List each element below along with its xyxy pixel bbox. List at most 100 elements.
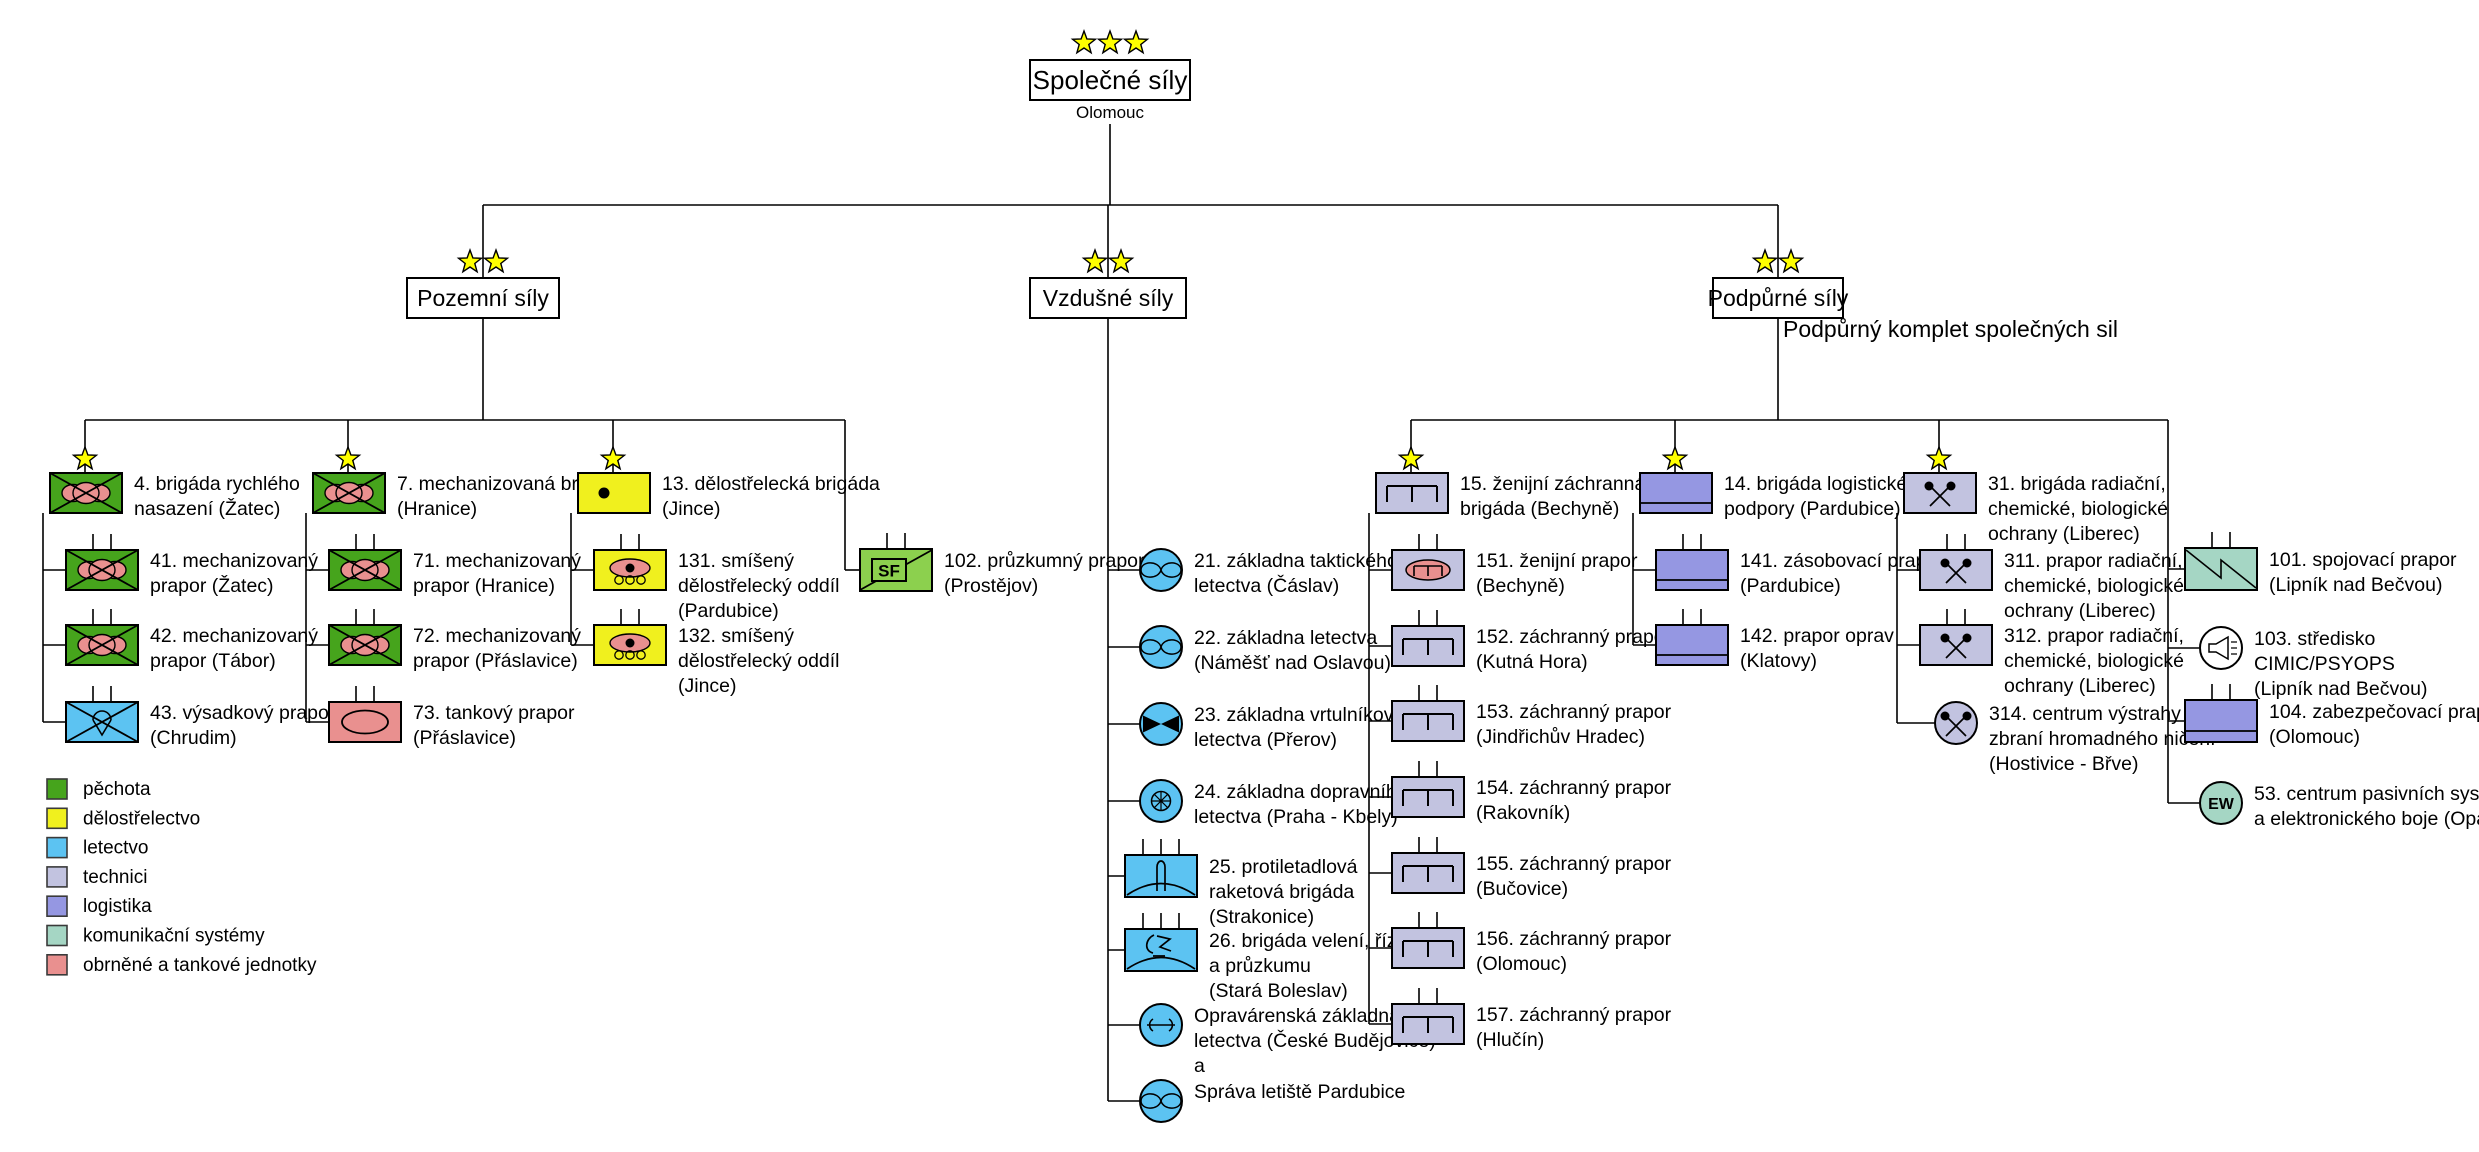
air-defense-arc-icon	[1126, 956, 1196, 970]
sound-lines-icon	[2231, 641, 2237, 655]
rank-star-icon	[456, 247, 484, 274]
unit-label: (Lipník nad Bečvou)	[2269, 574, 2442, 596]
unit-label: (Pardubice)	[678, 600, 779, 622]
unit-label: 23. základna vrtulníkového	[1194, 704, 1426, 726]
unit-label: CIMIC/PSYOPS	[2254, 653, 2395, 675]
legend-swatch	[46, 807, 68, 830]
rank-star-icon	[1070, 28, 1098, 55]
engineer-icon	[1402, 713, 1454, 730]
unit-label: 14. brigáda logistické	[1724, 473, 1907, 495]
unit-label: (Hlučín)	[1476, 1029, 1544, 1051]
unit-312-prapor-radiacni-chemicke-biologicke-ochrany: 312. prapor radiační,chemické, biologick…	[1919, 609, 2184, 697]
maintenance-icon	[1147, 1018, 1175, 1032]
unit-151-zenijni-prapor: 151. ženijní prapor(Bechyně)	[1391, 534, 1638, 597]
rotary-wing-icon	[1143, 715, 1161, 733]
unit-label: chemické, biologické	[2004, 650, 2184, 672]
unit-43-vysadkovy-prapor: 43. výsadkový prapor(Chrudim)	[65, 686, 336, 749]
unit-label: (Olomouc)	[1476, 953, 1567, 975]
unit-label: 156. záchranný prapor	[1476, 928, 1672, 950]
legend-swatch	[46, 836, 68, 859]
unit-label: (Pardubice)	[1740, 575, 1841, 597]
unit-label: a elektronického boje (Opava)	[2254, 808, 2479, 830]
unit-label: (Hranice)	[397, 498, 477, 520]
legend-label: dělostřelectvo	[83, 808, 200, 829]
unit-label: 41. mechanizovaný	[150, 550, 318, 572]
legend-item-logistics: logistika	[46, 895, 152, 917]
wheel-dot-icon	[625, 650, 635, 660]
rank-star-icon	[1081, 247, 1109, 274]
wheel-dot-icon	[614, 575, 624, 585]
infantry-cross-icon	[65, 624, 139, 666]
rank-star-icon	[1751, 247, 1779, 274]
unit-label: ochrany (Liberec)	[2004, 600, 2156, 622]
artillery-dot-icon	[625, 563, 635, 573]
legend-item-air: letectvo	[46, 836, 148, 859]
unit-label: raketová brigáda	[1209, 881, 1354, 903]
unit-frame	[1639, 472, 1713, 514]
engineer-icon	[1402, 940, 1454, 957]
fixed-wing-icon	[1140, 1093, 1182, 1109]
unit-71-mechanizovany-prapor: 71. mechanizovaný prapor (Hranice)	[328, 534, 581, 597]
root-title: Společné síly	[1033, 65, 1188, 95]
unit-22-zakladna-letectva: 22. základna letectva(Náměšť nad Oslavou…	[1139, 625, 1391, 674]
wheel-dot-icon	[636, 650, 646, 660]
unit-label: (Přáslavice)	[413, 727, 516, 749]
unit-label: 53. centrum pasivních systémů	[2254, 783, 2479, 805]
unit-label: a	[1194, 1055, 1205, 1077]
node-vzdusne-sily: Vzdušné síly	[1029, 205, 1187, 319]
legend-swatch	[46, 866, 68, 888]
unit-154-zachranny-prapor: 154. záchranný prapor(Rakovník)	[1391, 761, 1672, 824]
unit-label: 101. spojovací prapor	[2269, 549, 2457, 571]
legend-item-communications: komunikační systémy	[46, 924, 265, 947]
ew-text: EW	[2208, 796, 2235, 813]
rank-star-icon	[599, 444, 627, 471]
unit-label: 152. záchranný prapor	[1476, 626, 1672, 648]
legend-swatch	[46, 924, 68, 947]
infantry-cross-icon	[312, 472, 386, 514]
engineer-icon	[1402, 1016, 1454, 1033]
unit-label: prapor (Tábor)	[150, 650, 276, 672]
unit-label: (Chrudim)	[150, 727, 237, 749]
unit-frame	[1903, 472, 1977, 514]
unit-label: 103. středisko	[2254, 628, 2376, 650]
unit-label: dělostřelecký oddíl	[678, 575, 840, 597]
unit-label: (Lipník nad Bečvou)	[2254, 678, 2427, 700]
unit-label: 71. mechanizovaný	[413, 550, 581, 572]
unit-label: Správa letiště Pardubice	[1194, 1081, 1405, 1103]
unit-152-zachranny-prapor: 152. záchranný prapor (Kutná Hora)	[1391, 610, 1672, 673]
legend-label: letectvo	[83, 838, 148, 859]
unit-label: (Kutná Hora)	[1476, 651, 1588, 673]
unit-label: (Jince)	[662, 498, 721, 520]
unit-label: (Jince)	[678, 675, 737, 697]
rank-star-icon	[1777, 247, 1805, 274]
rank-star-icon	[1096, 28, 1124, 55]
unit-73-tankovy-prapor: 73. tankový prapor(Přáslavice)	[328, 686, 575, 749]
unit-label: (Strakonice)	[1209, 906, 1314, 928]
unit-frame	[2199, 781, 2243, 825]
unit-label: (Bechyně)	[1476, 575, 1565, 597]
unit-31-brigada-radiacni-chemicke-biologicke-ochrany: 31. brigáda radiační,chemické, biologick…	[1903, 472, 2168, 545]
unit-label: (Rakovník)	[1476, 802, 1570, 824]
wheel-dot-icon	[614, 650, 624, 660]
nbc-cross-icon	[1942, 559, 1970, 584]
unit-label: prapor (Hranice)	[413, 575, 555, 597]
unit-frame	[2199, 626, 2243, 670]
rank-star-icon	[1661, 444, 1689, 471]
unit-frame	[577, 472, 651, 514]
wheel-spokes-icon	[1151, 791, 1171, 811]
legend-label: obrněné a tankové jednotky	[83, 955, 317, 976]
branch-box	[406, 277, 560, 319]
unit-156-zachranny-prapor: 156. záchranný prapor (Olomouc)	[1391, 912, 1672, 975]
unit-label: (Náměšť nad Oslavou)	[1194, 652, 1391, 674]
unit-label: nasazení (Žatec)	[134, 497, 280, 520]
infantry-cross-icon	[328, 624, 402, 666]
unit-label: (Prostějov)	[944, 575, 1038, 597]
legend-swatch	[46, 953, 68, 976]
unit-157-zachranny-prapor: 157. záchranný prapor(Hlučín)	[1391, 988, 1672, 1051]
